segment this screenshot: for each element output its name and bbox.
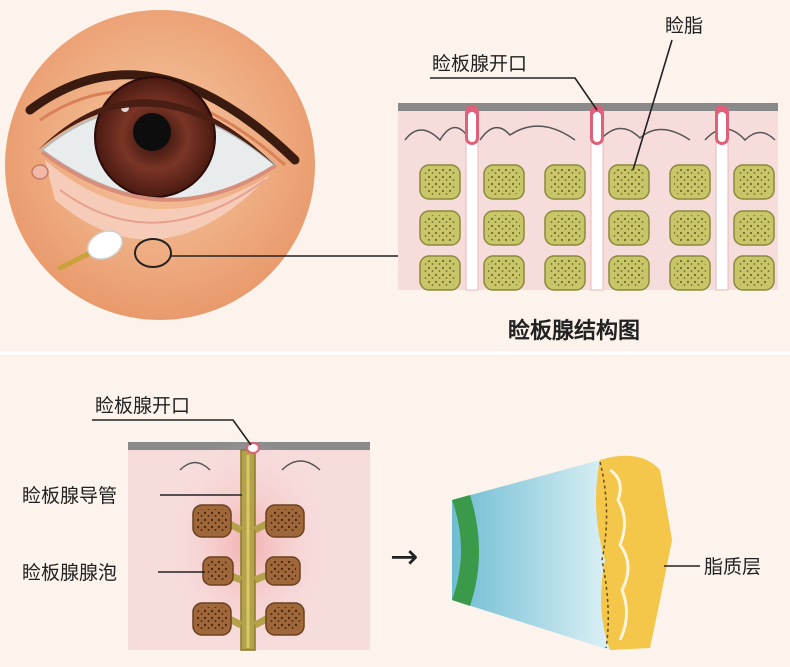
opening-callout-line [430,77,598,111]
label-gland-opening-bottom: 睑板腺开口 [95,395,190,417]
label-gland-opening-top: 睑板腺开口 [432,53,527,75]
label-meibum: 睑脂 [665,15,703,37]
opening-callout-line-bottom [92,419,252,446]
lid-margin-highlight [134,238,172,268]
meibum-callout-line [632,39,673,171]
lipid-layer [596,455,672,650]
tissue-block [398,110,778,290]
label-acini: 睑板腺腺泡 [22,562,117,584]
gland-opening-bottom [246,442,260,454]
cotton-swab-tip [87,230,123,260]
tear-film-layer [452,460,610,650]
lid-surface [398,103,778,111]
label-duct: 睑板腺导管 [22,485,117,507]
eye-illustration [5,10,398,320]
single-gland-panel: 睑板腺开口 睑板腺导管 睑板腺腺泡 [22,395,370,655]
diagram-title: 睑板腺结构图 [508,318,640,344]
cornea-edge [452,495,479,606]
label-lipid-layer: 脂质层 [704,556,761,578]
gland-structure-panel: 睑板腺开口 睑脂 睑板腺结构图 [398,15,778,344]
tear-film-illustration: 脂质层 [452,455,761,650]
arrow-right-icon: → [390,537,419,577]
pupil [133,113,171,151]
